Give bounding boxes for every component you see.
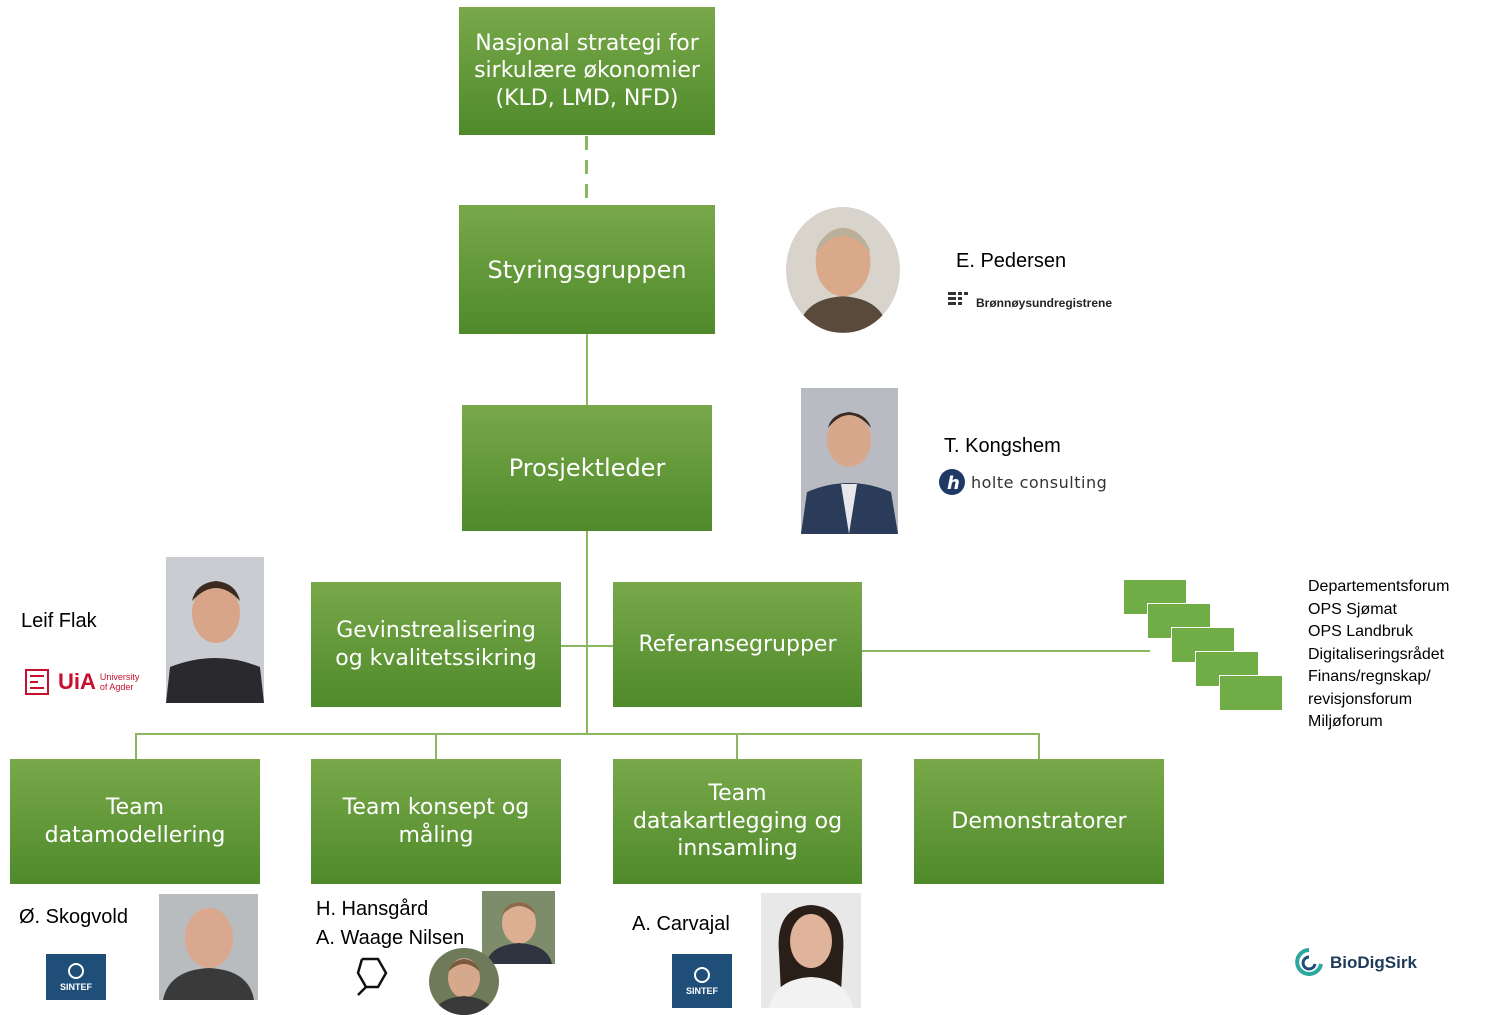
box-project-leader: Prosjektleder xyxy=(462,405,712,531)
connector-team1 xyxy=(135,733,137,759)
connector-gevinst-ref xyxy=(561,645,613,647)
box-team-datamodelling: Team datamodellering xyxy=(10,759,260,884)
sintef-label: SINTEF xyxy=(685,985,718,996)
logo-uia: UiA University of Agder xyxy=(24,668,139,696)
logo-bronnoysund: Brønnøysundregistrene xyxy=(948,290,1112,310)
bronnoysund-icon xyxy=(948,292,968,305)
dashed-connector xyxy=(585,136,588,204)
name-carvajal: A. Carvajal xyxy=(632,913,730,935)
photo-waage xyxy=(429,948,499,1015)
box-demonstrators: Demonstratorer xyxy=(914,759,1164,884)
name-hansgard: H. Hansgård xyxy=(316,898,429,920)
uia-sub1: University xyxy=(99,672,140,682)
ref-item: Miljøforum xyxy=(1308,713,1383,730)
photo-pedersen xyxy=(786,207,900,333)
ref-item: Departementsforum xyxy=(1308,578,1450,595)
box-steering-group: Styringsgruppen xyxy=(459,205,715,334)
ref-card-5 xyxy=(1219,675,1283,711)
connector-team-bus xyxy=(135,733,1040,735)
ref-item: OPS Sjømat xyxy=(1308,600,1397,618)
connector-pm-teams xyxy=(586,531,588,734)
logo-sintef-1: SINTEF xyxy=(46,954,106,1000)
svg-text:h: h xyxy=(947,473,960,494)
box-national-strategy: Nasjonal strategi for sirkulære økonomie… xyxy=(459,7,715,135)
connector-steering-pm xyxy=(586,334,588,405)
logo-biodigsirk: BioDigSirk xyxy=(1294,946,1417,980)
name-kongshem: T. Kongshem xyxy=(944,435,1061,457)
connector-team2 xyxy=(435,733,437,759)
box-reference-groups: Referansegrupper xyxy=(613,582,862,707)
box-benefits-quality: Gevinstrealisering og kvalitetssikring xyxy=(311,582,561,707)
logo-holte: h holte consulting xyxy=(938,468,1107,496)
ref-item: Finans/regnskap/ xyxy=(1308,668,1431,685)
connector-ref-groups xyxy=(862,650,1150,652)
sintef-icon xyxy=(68,962,84,979)
photo-kongshem xyxy=(801,388,898,534)
photo-hansgard xyxy=(482,891,555,964)
bronnoysund-label: Brønnøysundregistrene xyxy=(976,296,1113,310)
biodigsirk-icon xyxy=(1295,948,1323,976)
name-flak: Leif Flak xyxy=(21,610,97,632)
holte-label: holte consulting xyxy=(971,472,1108,492)
name-waage: A. Waage Nilsen xyxy=(316,927,465,949)
box-team-datacollection: Team datakartlegging og innsamling xyxy=(613,759,862,884)
box-team-concept: Team konsept og måling xyxy=(311,759,561,884)
logo-sintef-2: SINTEF xyxy=(672,954,732,1008)
uia-label: UiA xyxy=(58,669,96,694)
name-pedersen: E. Pedersen xyxy=(956,250,1067,272)
sintef-label: SINTEF xyxy=(59,981,92,992)
hexagon-logo-icon xyxy=(356,957,388,996)
connector-demo xyxy=(1038,733,1040,759)
ref-item: Digitaliseringsrådet xyxy=(1308,645,1445,663)
sintef-icon xyxy=(694,966,710,983)
ref-item: revisjonsforum xyxy=(1308,690,1413,708)
holte-icon: h xyxy=(939,469,965,495)
photo-flak xyxy=(166,557,264,703)
photo-skogvold xyxy=(159,894,258,1000)
uia-sub2: of Agder xyxy=(99,682,134,692)
name-skogvold: Ø. Skogvold xyxy=(19,906,128,928)
connector-team3 xyxy=(736,733,738,759)
biodigsirk-label: BioDigSirk xyxy=(1330,953,1417,972)
photo-carvajal xyxy=(761,893,861,1008)
uia-icon xyxy=(25,669,49,695)
reference-group-list: Departementsforum OPS Sjømat OPS Landbru… xyxy=(1308,576,1449,734)
ref-item: OPS Landbruk xyxy=(1308,623,1413,640)
